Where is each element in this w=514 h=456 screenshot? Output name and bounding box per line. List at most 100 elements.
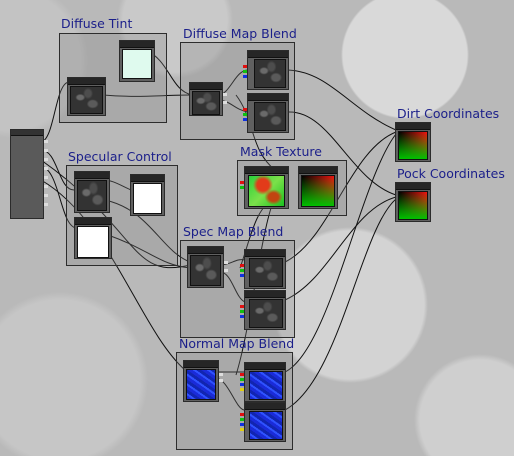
- output-port[interactable]: [223, 101, 227, 104]
- wire: [235, 94, 276, 171]
- port-red[interactable]: [240, 305, 244, 308]
- port-yellow[interactable]: [240, 428, 244, 431]
- normal-texture-thumb-icon: [249, 371, 283, 400]
- node-header: [245, 291, 285, 298]
- diffuse-texture-a-node[interactable]: [243, 50, 289, 90]
- wire: [40, 179, 186, 371]
- stone-texture-thumb-icon: [190, 255, 221, 286]
- node-header: [131, 175, 164, 182]
- output-port[interactable]: [219, 373, 223, 376]
- node-header: [184, 361, 218, 368]
- tint-color-node[interactable]: [119, 40, 155, 82]
- port-blue[interactable]: [240, 383, 244, 386]
- wire: [104, 199, 191, 263]
- node-header: [75, 218, 111, 225]
- node-header: [248, 51, 288, 58]
- normal-blend-node[interactable]: [183, 360, 223, 402]
- normal-texture-b-node[interactable]: [240, 402, 286, 442]
- property-pin[interactable]: [44, 158, 48, 161]
- output-port[interactable]: [223, 93, 227, 96]
- group-title-pock-coordinates: Pock Coordinates: [397, 166, 505, 181]
- property-pin[interactable]: [44, 176, 48, 179]
- mask-texture-thumb-icon: [248, 175, 285, 207]
- stone-texture-thumb-icon: [70, 86, 103, 114]
- port-red[interactable]: [240, 373, 244, 376]
- stone-texture-thumb-icon: [254, 102, 286, 131]
- stone-texture-thumb-icon: [192, 91, 220, 115]
- diffuse-texture-b-node[interactable]: [243, 93, 289, 133]
- wire: [284, 131, 397, 263]
- port-green[interactable]: [243, 70, 247, 73]
- normal-texture-thumb-icon: [186, 369, 216, 400]
- group-title-mask-texture: Mask Texture: [240, 144, 322, 159]
- port-yellow[interactable]: [240, 388, 244, 391]
- port-red[interactable]: [240, 264, 244, 267]
- node-header: [245, 403, 285, 410]
- spec-power-node[interactable]: [74, 217, 112, 259]
- port-red[interactable]: [240, 181, 244, 184]
- spec-texture-node[interactable]: [74, 171, 110, 213]
- port-blue[interactable]: [243, 118, 247, 121]
- node-header: [396, 123, 430, 130]
- group-title-diffuse-map-blend: Diffuse Map Blend: [183, 26, 297, 41]
- node-header: [75, 172, 109, 179]
- port-red[interactable]: [243, 108, 247, 111]
- property-pin[interactable]: [44, 185, 48, 188]
- spec-texture-a-node[interactable]: [240, 249, 286, 289]
- port-green[interactable]: [243, 113, 247, 116]
- node-header: [245, 167, 288, 174]
- group-title-specular-control: Specular Control: [68, 149, 172, 164]
- wire: [102, 94, 193, 97]
- node-header: [396, 183, 430, 190]
- port-green[interactable]: [240, 269, 244, 272]
- output-port[interactable]: [224, 269, 228, 272]
- port-red[interactable]: [243, 65, 247, 68]
- output-port[interactable]: [224, 261, 228, 264]
- wire: [107, 234, 191, 269]
- property-pin[interactable]: [44, 167, 48, 170]
- property-pin[interactable]: [44, 140, 48, 143]
- stone-texture-thumb-icon: [249, 258, 283, 287]
- diffuse-blend-node[interactable]: [189, 82, 227, 116]
- property-pin[interactable]: [44, 194, 48, 197]
- tint-color-swatch: [122, 49, 152, 79]
- node-header: [248, 94, 288, 101]
- property-pin[interactable]: [44, 149, 48, 152]
- property-pin[interactable]: [44, 203, 48, 206]
- mask-coordinate-node[interactable]: [298, 166, 338, 209]
- wire: [284, 133, 397, 373]
- tint-multiply-node[interactable]: [67, 77, 106, 116]
- group-title-spec-map-blend: Spec Map Blend: [183, 224, 284, 239]
- port-blue[interactable]: [240, 423, 244, 426]
- white-swatch: [77, 226, 109, 258]
- group-title-dirt-coordinates: Dirt Coordinates: [397, 106, 500, 121]
- output-port[interactable]: [219, 379, 223, 382]
- port-green[interactable]: [240, 310, 244, 313]
- stone-texture-thumb-icon: [77, 180, 107, 211]
- stone-texture-thumb-icon: [249, 299, 283, 328]
- material-properties-node[interactable]: [10, 129, 48, 219]
- node-header: [11, 130, 43, 136]
- port-blue[interactable]: [240, 274, 244, 277]
- node-header: [120, 41, 154, 48]
- wire: [40, 81, 71, 143]
- coordinate-gradient-thumb-icon: [398, 131, 428, 160]
- port-blue[interactable]: [243, 75, 247, 78]
- spec-constant-node[interactable]: [130, 174, 165, 216]
- port-blue[interactable]: [240, 315, 244, 318]
- wire: [287, 69, 397, 131]
- coordinate-gradient-thumb-icon: [301, 175, 335, 207]
- port-green[interactable]: [240, 378, 244, 381]
- pock-coordinates-node[interactable]: [395, 182, 431, 222]
- port-green[interactable]: [240, 418, 244, 421]
- wire: [284, 198, 397, 411]
- dirt-coordinates-node[interactable]: [395, 122, 431, 162]
- port-red[interactable]: [240, 413, 244, 416]
- node-header: [68, 78, 105, 85]
- mask-texture-node[interactable]: [240, 166, 289, 209]
- node-header: [299, 167, 337, 174]
- port-green[interactable]: [240, 186, 244, 189]
- normal-texture-a-node[interactable]: [240, 362, 286, 402]
- spec-texture-b-node[interactable]: [240, 290, 286, 330]
- spec-blend-node[interactable]: [187, 246, 228, 288]
